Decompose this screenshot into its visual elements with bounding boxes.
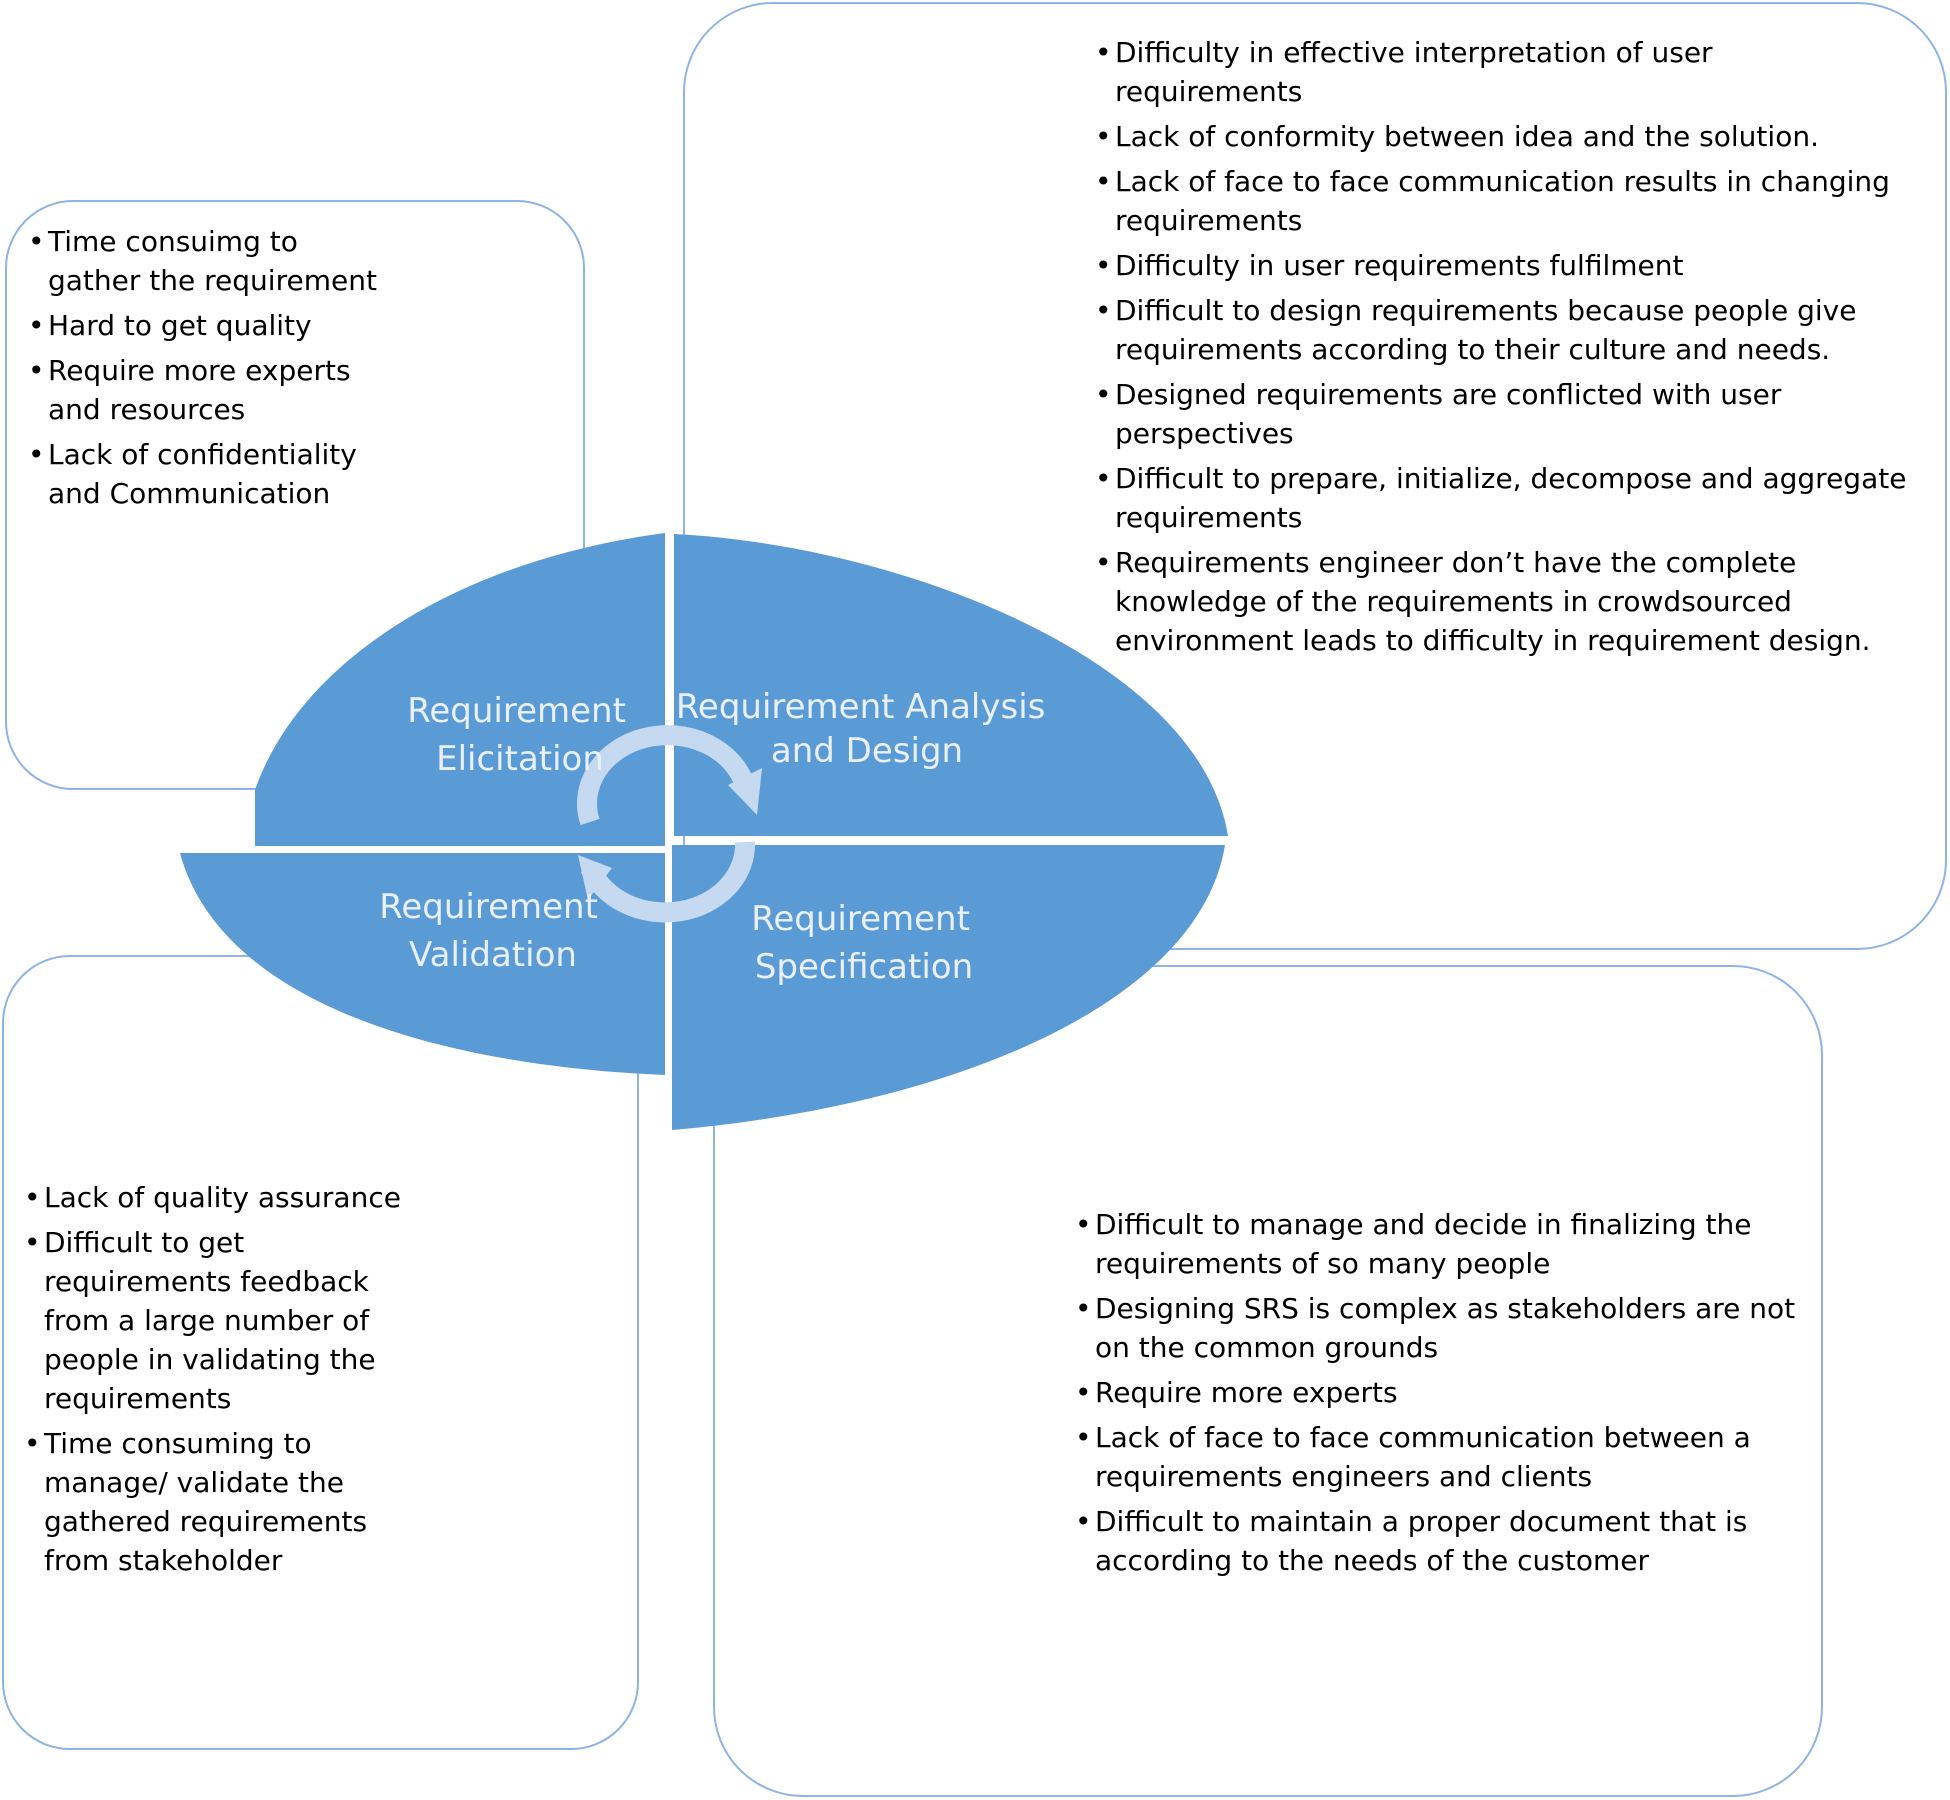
list-item: Time consuming to manage/ validate the g… (24, 1424, 624, 1580)
circular-arrows-icon (577, 725, 756, 923)
elicitation-issues-list: Time consuimg to gather the requirement … (28, 222, 568, 519)
label-specification: Requirement Specification (751, 899, 980, 987)
list-item: Designing SRS is complex as stakeholders… (1075, 1289, 1815, 1367)
list-item: Difficult to prepare, initialize, decomp… (1095, 459, 1925, 537)
quadrant-analysis (674, 534, 1228, 836)
analysis-issues-list: Difficulty in effective interpretation o… (1095, 33, 1925, 666)
list-item: Lack of confidentiality and Communicatio… (28, 435, 568, 513)
quadrant-specification (672, 845, 1225, 1130)
list-item: Require more experts and resources (28, 351, 568, 429)
quadrant-elicitation (255, 533, 665, 846)
list-item: Lack of face to face communication resul… (1095, 162, 1925, 240)
validation-issues-list: Lack of quality assurance Difficult to g… (24, 1178, 624, 1586)
quadrant-validation (180, 853, 665, 1075)
list-item: Difficult to design requirements because… (1095, 291, 1925, 369)
list-item: Time consuimg to gather the requirement (28, 222, 568, 300)
list-item: Difficulty in effective interpretation o… (1095, 33, 1925, 111)
label-validation: Requirement Validation (379, 887, 608, 975)
list-item: Difficult to get requirements feedback f… (24, 1223, 624, 1418)
specification-issues-list: Difficult to manage and decide in finali… (1075, 1205, 1815, 1586)
list-item: Difficult to maintain a proper document … (1075, 1502, 1815, 1580)
label-elicitation: Requirement Elicitation (407, 691, 636, 779)
list-item: Requirements engineer don’t have the com… (1095, 543, 1925, 660)
list-item: Difficulty in user requirements fulfilme… (1095, 246, 1925, 285)
list-item: Lack of quality assurance (24, 1178, 624, 1217)
list-item: Difficult to manage and decide in finali… (1075, 1205, 1815, 1283)
list-item: Require more experts (1075, 1373, 1815, 1412)
arrowhead (728, 768, 762, 815)
label-analysis: Requirement Analysis and Design (676, 687, 1056, 771)
arrowhead (578, 855, 612, 900)
list-item: Hard to get quality (28, 306, 568, 345)
list-item: Lack of face to face communication betwe… (1075, 1418, 1815, 1496)
list-item: Lack of conformity between idea and the … (1095, 117, 1925, 156)
list-item: Designed requirements are conflicted wit… (1095, 375, 1925, 453)
